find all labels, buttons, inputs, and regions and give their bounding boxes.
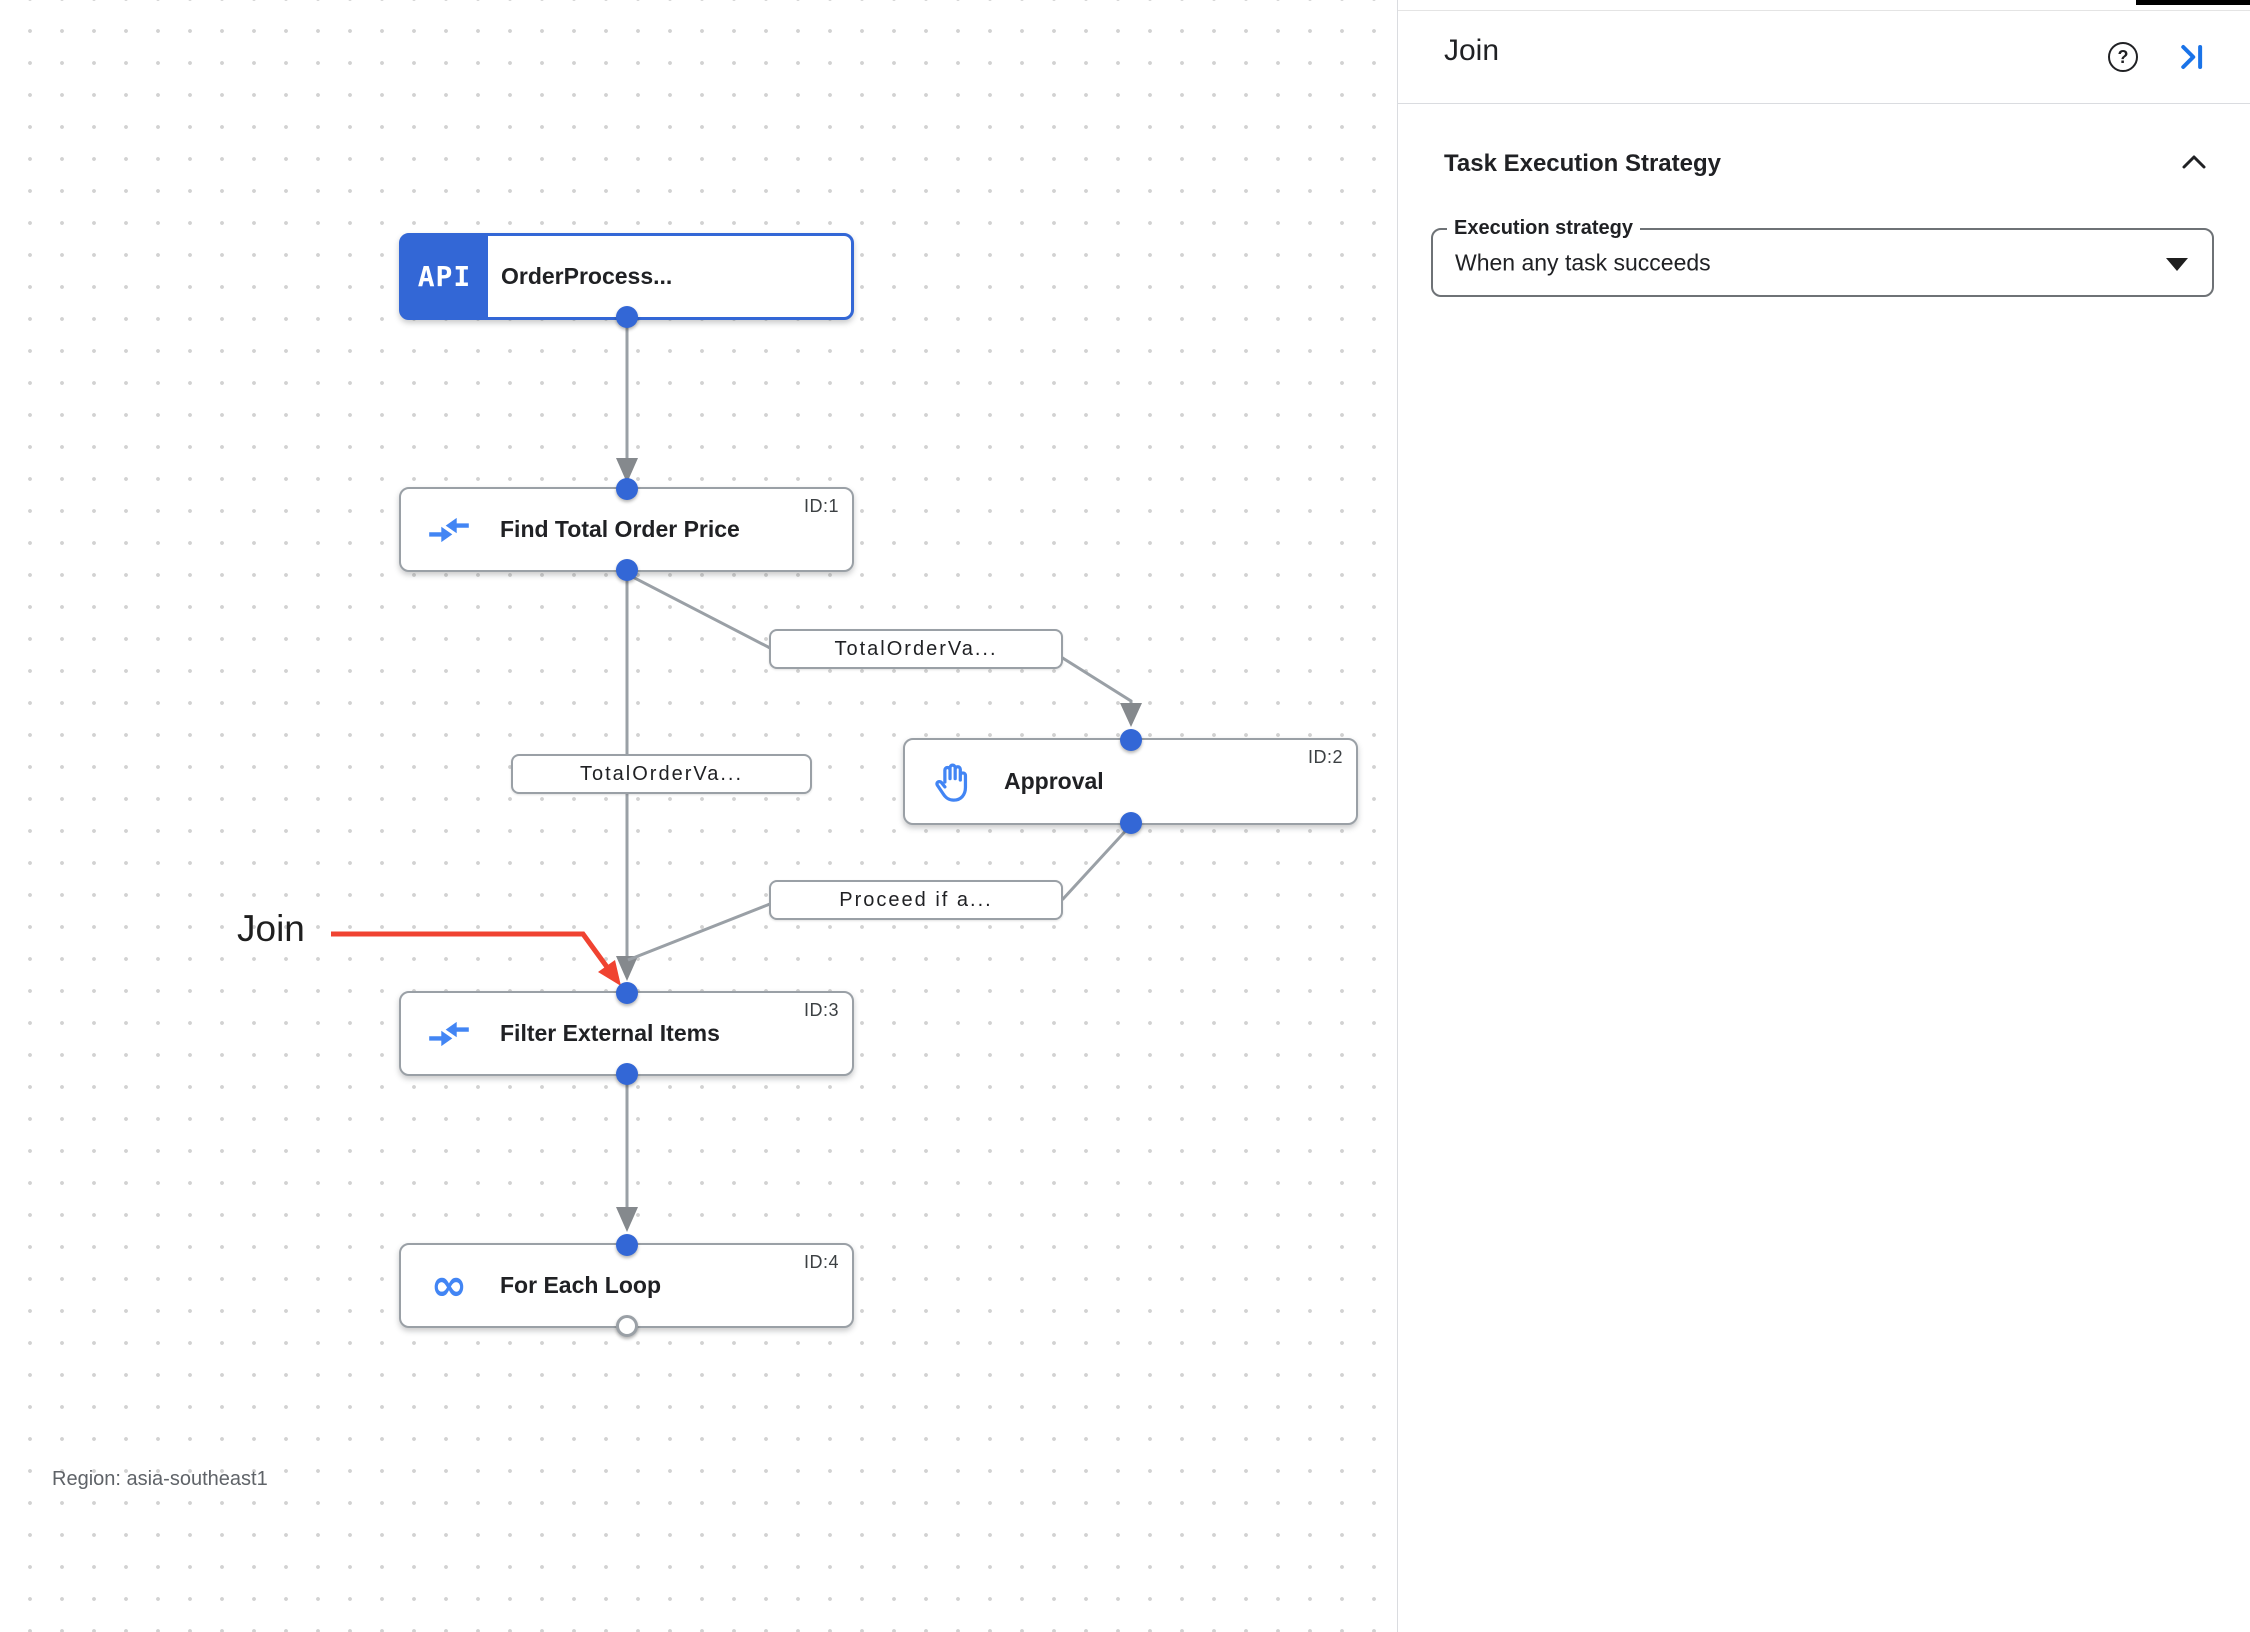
help-icon[interactable]: ?	[2108, 42, 2138, 72]
edge-label-total-order-value-branch[interactable]: TotalOrderVa...	[769, 629, 1063, 669]
chevron-up-icon[interactable]	[2181, 153, 2207, 171]
node-title: Find Total Order Price	[500, 516, 740, 542]
select-label: Execution strategy	[1447, 217, 1640, 240]
connector-dot-in[interactable]	[1119, 729, 1142, 751]
edge-label-total-order-value-trunk[interactable]: TotalOrderVa...	[511, 754, 812, 794]
top-right-black-bar	[2136, 0, 2250, 5]
node-title: Approval	[1004, 768, 1104, 794]
section-title-task-execution-strategy: Task Execution Strategy	[1444, 150, 1721, 177]
node-find-total-order-price[interactable]: ID:1 Find Total Order Price	[399, 478, 854, 581]
region-label: Region: asia-southeast1	[52, 1468, 268, 1490]
approval-hand-icon	[929, 758, 977, 806]
node-for-each-loop[interactable]: ID:4 ∞ For Each Loop	[399, 1234, 854, 1337]
panel-header-divider	[1398, 103, 2250, 104]
task-id-label: ID:3	[803, 1000, 839, 1020]
connector-dot-out[interactable]	[615, 1063, 638, 1085]
connector-dot-in[interactable]	[615, 1234, 638, 1256]
join-annotation-label: Join	[237, 908, 305, 949]
data-mapping-icon	[425, 1010, 473, 1058]
node-title: OrderProcess...	[501, 263, 673, 289]
collapse-panel-icon[interactable]	[2177, 42, 2207, 72]
select-value: When any task succeeds	[1455, 249, 1711, 275]
connector-dot-in[interactable]	[615, 982, 638, 1004]
connector-dot-out[interactable]	[1119, 812, 1142, 834]
task-id-label: ID:1	[803, 496, 839, 516]
connector-dot-out[interactable]	[615, 559, 638, 581]
data-mapping-icon	[425, 506, 473, 554]
panel-title: Join	[1444, 34, 1500, 67]
connector-dot-in[interactable]	[615, 478, 638, 500]
execution-strategy-select[interactable]: Execution strategy When any task succeed…	[1431, 217, 2214, 297]
connector-dot-out-empty[interactable]	[615, 1315, 638, 1337]
workflow-canvas[interactable]: TotalOrderVa... TotalOrderVa... Proceed …	[0, 0, 1397, 1632]
node-approval[interactable]: ID:2 Approval	[903, 729, 1358, 834]
edge-label-proceed-if-approved[interactable]: Proceed if a...	[769, 880, 1063, 920]
node-title: For Each Loop	[500, 1272, 661, 1298]
api-trigger-icon: API	[401, 235, 488, 318]
task-id-label: ID:4	[803, 1252, 839, 1272]
node-filter-external-items[interactable]: ID:3 Filter External Items	[399, 982, 854, 1085]
loop-infinity-icon: ∞	[425, 1262, 473, 1310]
annotation-arrow	[331, 931, 610, 969]
task-id-label: ID:2	[1307, 747, 1343, 767]
node-orderprocess-trigger[interactable]: API OrderProcess...	[399, 233, 854, 328]
infinity-glyph: ∞	[430, 1259, 468, 1311]
panel-top-divider	[1398, 10, 2250, 11]
node-title: Filter External Items	[500, 1020, 720, 1046]
connector-dot-out[interactable]	[615, 306, 638, 328]
config-panel: Join ? Task Execution Strategy Execution…	[1397, 0, 2250, 1632]
dropdown-caret-icon	[2166, 257, 2188, 271]
